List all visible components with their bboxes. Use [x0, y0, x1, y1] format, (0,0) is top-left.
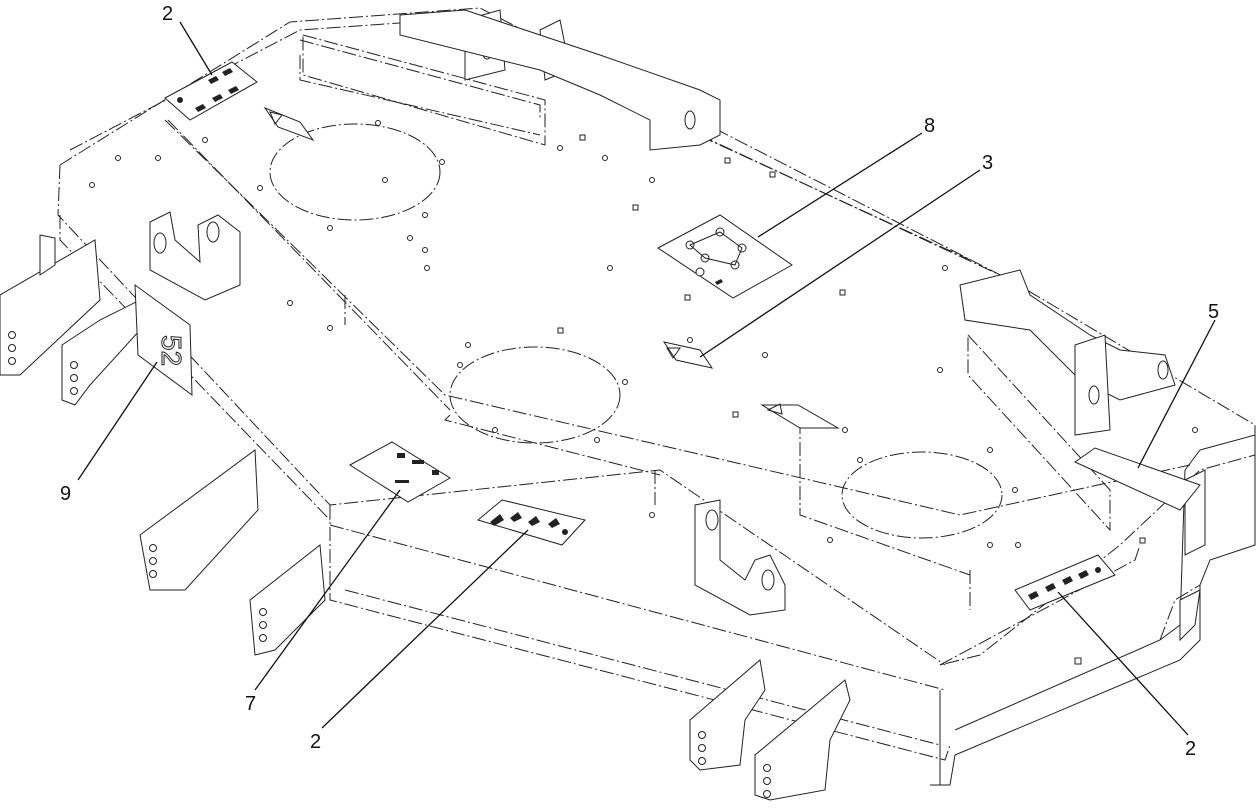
callout-2-right: 2 — [1185, 738, 1196, 760]
callout-5: 5 — [1208, 301, 1219, 323]
hanger-plates-left — [0, 234, 326, 656]
right-skirt — [930, 434, 1256, 786]
decal-5 — [1073, 447, 1201, 511]
decal-3-arrow — [263, 106, 840, 429]
callouts: 2 8 3 5 9 7 2 2 — [60, 3, 1219, 760]
front-mount-brackets — [149, 211, 786, 616]
rear-lift-brackets — [399, 9, 1176, 436]
decal-9-emblem: 52 — [134, 283, 193, 397]
emblem-text: 52 — [156, 335, 187, 366]
callout-2-top-left: 2 — [162, 3, 173, 25]
decal-2-front-center — [476, 499, 586, 546]
callout-3: 3 — [982, 152, 993, 174]
square-slots — [557, 134, 1146, 665]
callout-7: 7 — [245, 693, 256, 715]
leader-lines — [77, 21, 1216, 736]
decal-8-belt-routing — [657, 214, 793, 299]
callout-8: 8 — [924, 115, 935, 137]
blade-openings — [269, 123, 1003, 539]
decal-2-right — [1014, 554, 1116, 611]
baffles — [167, 34, 1111, 532]
decal-2-top-left — [164, 61, 258, 121]
decal-7-instructions — [349, 441, 451, 503]
hanger-plates-front — [689, 469, 1206, 801]
callout-2-front: 2 — [310, 731, 321, 753]
callout-9: 9 — [60, 483, 71, 505]
mounting-holes — [89, 120, 1198, 548]
